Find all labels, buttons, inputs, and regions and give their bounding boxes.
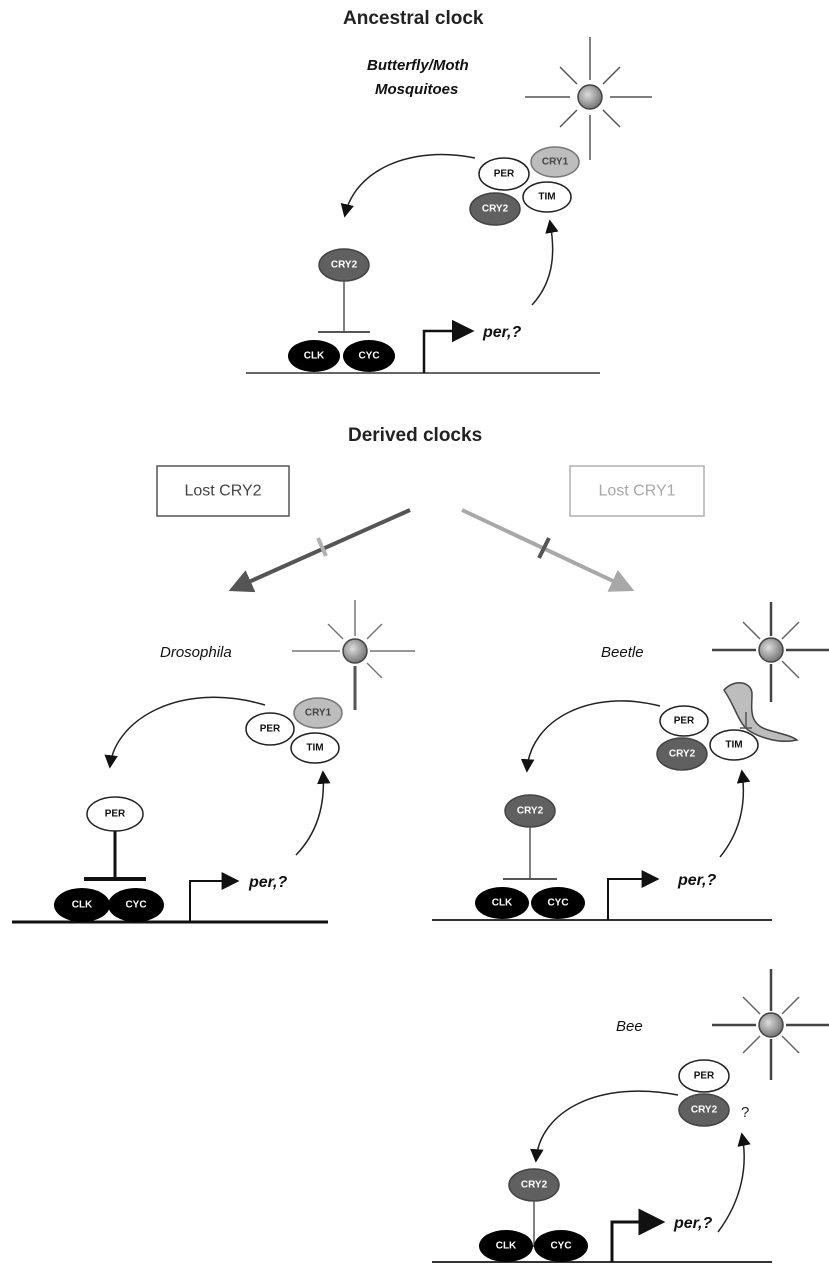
drosophila-species-label: Drosophila xyxy=(160,644,232,661)
bee-translation-arrow xyxy=(717,1132,751,1233)
bee-sun-icon xyxy=(712,969,829,1080)
bee-cyc xyxy=(534,1230,588,1262)
beetle-feedback-arrow xyxy=(520,700,661,773)
lost-cry1-box xyxy=(569,465,705,517)
bee-feedback-arrow xyxy=(530,1090,679,1163)
bee-per-label: PER xyxy=(694,1071,715,1082)
bee-promoter-arrow xyxy=(610,1208,666,1262)
beetle-gene-label: per,? xyxy=(677,872,716,889)
drosophila-gene-label: per,? xyxy=(248,874,287,891)
light-sun-icon xyxy=(525,37,652,160)
ancestral-cry1-label: CRY1 xyxy=(542,157,569,168)
lost-cry2-branch-tick xyxy=(316,537,328,557)
ancestral-clk-label: CLK xyxy=(304,351,325,362)
bee-cry2-label: CRY2 xyxy=(691,1105,718,1116)
drosophila-repressor-label: PER xyxy=(105,809,126,820)
beetle-translation-arrow xyxy=(719,769,751,858)
beetle-clk xyxy=(475,887,529,919)
bee-gene-label: per,? xyxy=(673,1215,712,1232)
drosophila-translation-arrow xyxy=(295,770,331,856)
beetle-repressor-label: CRY2 xyxy=(517,806,544,817)
bee-species-label: Bee xyxy=(616,1018,643,1035)
drosophila-clk-label: CLK xyxy=(72,900,93,911)
ancestral-species-line2: Mosquitoes xyxy=(375,81,458,98)
ancestral-repressor-label: CRY2 xyxy=(331,260,358,271)
beetle-tim-label: TIM xyxy=(725,740,742,751)
ancestral-protein-complex: CRY1 PER CRY2 TIM xyxy=(469,146,580,226)
drosophila-sun-icon xyxy=(292,600,415,710)
ancestral-promoter-arrow xyxy=(422,319,475,373)
derived-clocks-title: Derived clocks xyxy=(348,425,482,446)
ancestral-clock-title: Ancestral clock xyxy=(343,8,484,29)
ancestral-gene-label: per,? xyxy=(482,324,521,341)
lost-cry1-branch-arrow xyxy=(461,508,635,592)
drosophila-tim-label: TIM xyxy=(306,743,323,754)
drosophila-cyc-label: CYC xyxy=(125,900,146,911)
ancestral-tim-label: TIM xyxy=(538,192,555,203)
drosophila-feedback-arrow xyxy=(104,696,266,769)
bee-repressor-label: CRY2 xyxy=(521,1180,548,1191)
beetle-protein-complex: PER CRY2 TIM xyxy=(656,705,759,771)
drosophila-protein-complex: CRY1 PER TIM xyxy=(245,697,343,764)
drosophila-cry1-label: CRY1 xyxy=(305,708,332,719)
ancestral-per-label: PER xyxy=(494,169,515,180)
bee-clk-label: CLK xyxy=(496,1241,517,1252)
beetle-cyc xyxy=(531,887,585,919)
ancestral-cry2-label: CRY2 xyxy=(482,204,509,215)
ancestral-feedback-arrow xyxy=(340,153,476,218)
beetle-per-label: PER xyxy=(674,716,695,727)
ancestral-cyc xyxy=(343,340,395,372)
beetle-cry2-label: CRY2 xyxy=(669,749,696,760)
beetle-clk-label: CLK xyxy=(492,898,513,909)
lost-cry1-label: Lost CRY1 xyxy=(598,483,675,500)
drosophila-cyc xyxy=(108,888,164,922)
lost-cry1-branch-tick xyxy=(537,537,551,559)
beetle-cyc-label: CYC xyxy=(547,898,568,909)
ancestral-cyc-label: CYC xyxy=(358,351,379,362)
drosophila-clk xyxy=(54,888,110,922)
drosophila-promoter-arrow xyxy=(189,872,240,922)
bee-clk xyxy=(479,1230,533,1262)
ancestral-translation-arrow xyxy=(531,219,559,306)
drosophila-per-label: PER xyxy=(260,724,281,735)
bee-question-mark: ? xyxy=(741,1104,749,1121)
beetle-species-label: Beetle xyxy=(601,644,644,661)
ancestral-clk xyxy=(288,340,340,372)
lost-cry2-label: Lost CRY2 xyxy=(184,483,261,500)
bee-cyc-label: CYC xyxy=(550,1241,571,1252)
bee-protein-complex: PER CRY2 xyxy=(678,1059,730,1127)
beetle-promoter-arrow xyxy=(607,870,660,920)
beetle-sun-icon xyxy=(712,602,829,702)
lost-cry2-box xyxy=(156,465,290,517)
ancestral-species-line1: Butterfly/Moth xyxy=(367,57,469,74)
